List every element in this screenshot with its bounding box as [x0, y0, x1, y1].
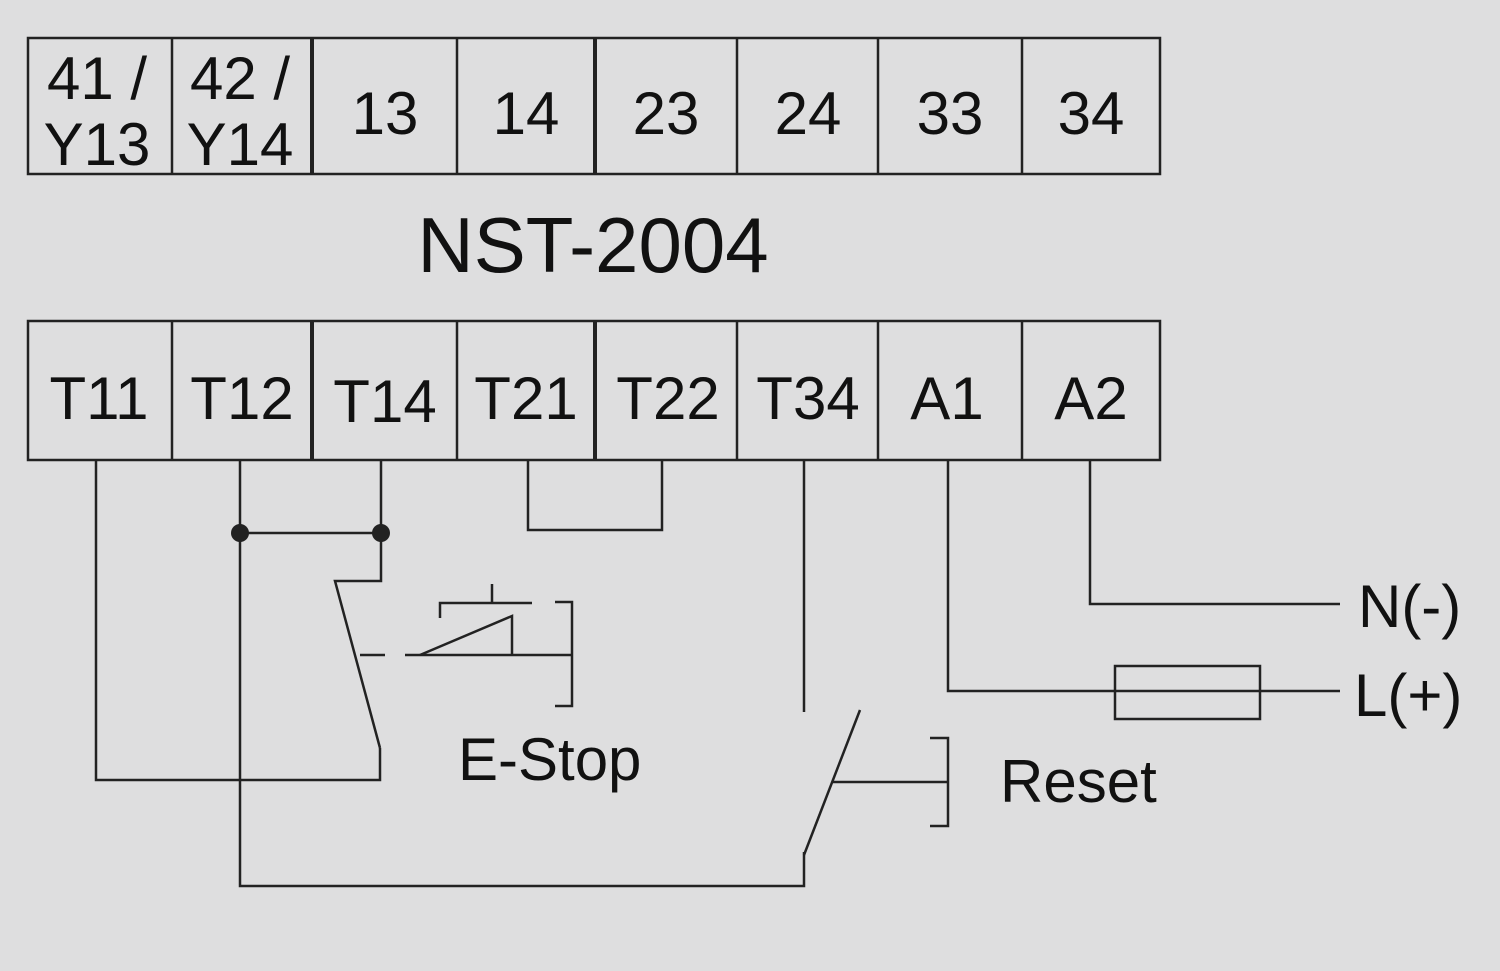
terminal-24-label: 24 [775, 80, 842, 147]
wire-a2-neutral [1088, 460, 1340, 606]
terminal-33-label: 33 [917, 80, 984, 147]
terminal-t34-label: T34 [756, 365, 859, 432]
reset-label: Reset [1000, 748, 1157, 815]
terminal-34-label: 34 [1058, 80, 1125, 147]
terminal-a1-label: A1 [910, 365, 983, 432]
terminal-41-label: 41 / [47, 45, 147, 112]
estop-latch [419, 614, 514, 657]
neutral-label: N(-) [1358, 573, 1461, 640]
bottom-terminal-block: T11 T12 T14 T21 T22 T34 A1 A2 [26, 319, 1162, 462]
terminal-t22-label: T22 [616, 365, 719, 432]
estop-contact [333, 533, 383, 749]
estop-bracket [555, 600, 574, 708]
reset-button-icon [832, 736, 950, 828]
terminal-13-label: 13 [352, 80, 419, 147]
device-model-title: NST-2004 [417, 201, 768, 289]
junction-dot [231, 524, 249, 542]
estop-label: E-Stop [458, 726, 641, 793]
terminal-t12-label: T12 [190, 365, 293, 432]
line-label: L(+) [1354, 662, 1462, 729]
estop-actuator-icon [360, 584, 574, 708]
terminal-t14-label: T14 [333, 368, 436, 435]
wire-t11-estop [94, 460, 382, 782]
estop-head [438, 601, 532, 618]
terminal-y13-label: Y13 [44, 111, 151, 178]
reset-bracket [930, 736, 950, 828]
top-terminal-block: 41 / Y13 42 / Y14 13 14 23 24 33 34 [26, 36, 1162, 178]
terminal-23-label: 23 [633, 80, 700, 147]
wire-bridge-t21-t22 [526, 460, 664, 532]
terminal-a2-label: A2 [1054, 365, 1127, 432]
wire-t12-reset [238, 460, 806, 888]
terminal-t11-label: T11 [50, 365, 149, 432]
terminal-t21-label: T21 [474, 365, 577, 432]
terminal-y14-label: Y14 [187, 111, 294, 178]
fuse-icon [1113, 664, 1262, 721]
terminal-14-label: 14 [493, 80, 560, 147]
wire-a1-fuse [946, 460, 1115, 693]
terminal-42-label: 42 / [190, 45, 290, 112]
